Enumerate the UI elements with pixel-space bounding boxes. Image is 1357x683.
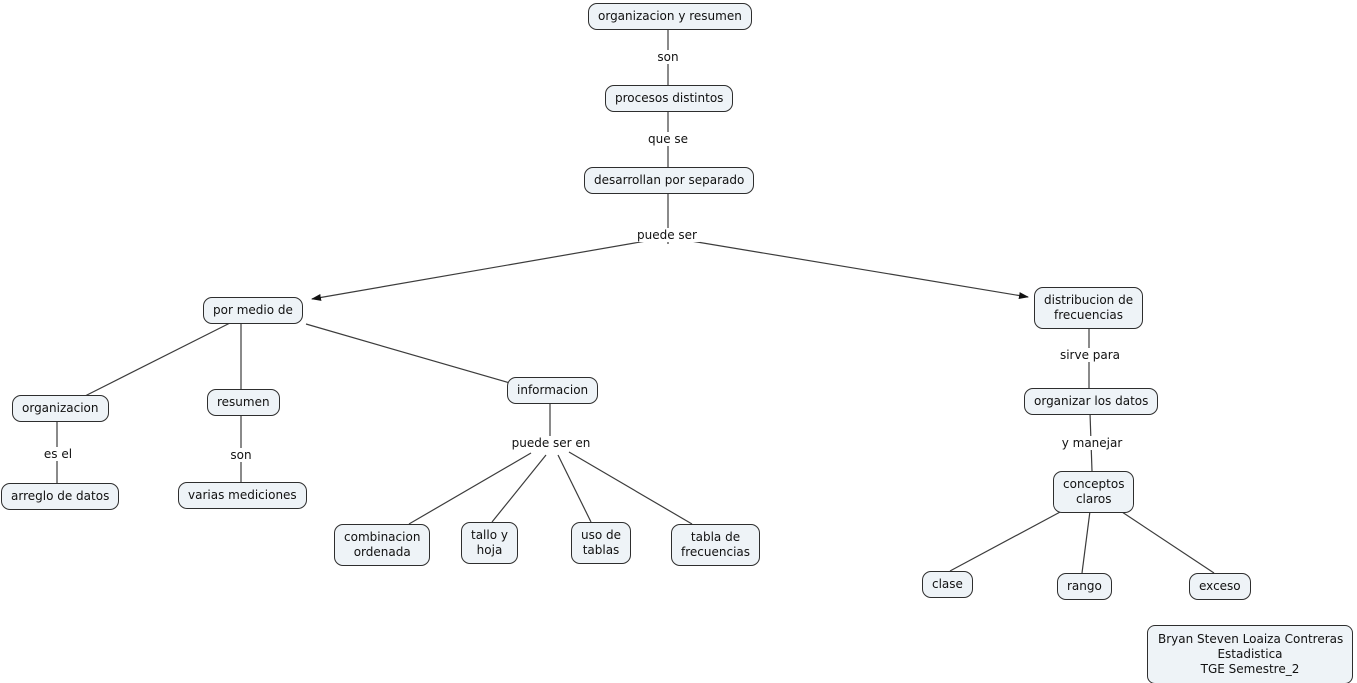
node-organizacion-y-resumen[interactable]: organizacion y resumen <box>588 3 752 30</box>
link-label-puede-ser[interactable]: puede ser <box>634 228 700 242</box>
node-resumen[interactable]: resumen <box>207 389 280 416</box>
credit-semester: TGE Semestre_2 <box>1200 662 1300 676</box>
node-desarrollan-por-separado[interactable]: desarrollan por separado <box>584 167 755 194</box>
link-label-sirve-para[interactable]: sirve para <box>1056 348 1124 362</box>
edge-arrow-puedeser-distribucion <box>684 239 1029 299</box>
node-procesos-distintos[interactable]: procesos distintos <box>605 85 734 112</box>
node-organizacion[interactable]: organizacion <box>12 395 109 422</box>
link-label-y-manejar[interactable]: y manejar <box>1058 436 1126 450</box>
node-arreglo-de-datos[interactable]: arreglo de datos <box>1 483 120 510</box>
edge-puedeseren-tallo <box>491 454 547 523</box>
node-tallo-y-hoja[interactable]: tallo y hoja <box>461 522 518 564</box>
edge-puedeseren-tabla <box>568 451 693 525</box>
edge-puedeseren-uso <box>557 454 592 523</box>
node-por-medio-de[interactable]: por medio de <box>203 297 303 324</box>
edge-pormediode-informacion <box>305 323 511 384</box>
link-label-son-1[interactable]: son <box>654 50 682 64</box>
node-tabla-de-frecuencias[interactable]: tabla de frecuencias <box>671 524 761 566</box>
link-label-son-2[interactable]: son <box>227 448 255 462</box>
credit-subject: Estadistica <box>1217 647 1283 661</box>
node-combinacion-ordenada[interactable]: combinacion ordenada <box>334 524 431 566</box>
edge-conceptos-clase <box>949 510 1063 572</box>
link-label-es-el[interactable]: es el <box>40 447 76 461</box>
edge-pormediode-organizacion <box>84 322 231 397</box>
node-exceso[interactable]: exceso <box>1189 573 1251 600</box>
node-informacion[interactable]: informacion <box>507 377 599 404</box>
node-clase[interactable]: clase <box>922 571 973 598</box>
node-rango[interactable]: rango <box>1057 573 1112 600</box>
node-distribucion-de-frecuencias[interactable]: distribucion de frecuencias <box>1034 287 1144 329</box>
node-organizar-los-datos[interactable]: organizar los datos <box>1024 388 1159 415</box>
credit-box: Bryan Steven Loaiza Contreras Estadistic… <box>1147 625 1353 683</box>
node-conceptos-claros[interactable]: conceptos claros <box>1053 471 1135 513</box>
edge-conceptos-rango <box>1081 510 1091 574</box>
link-label-puede-ser-en[interactable]: puede ser en <box>508 436 594 450</box>
link-label-que-se[interactable]: que se <box>644 132 692 146</box>
edge-arrow-puedeser-pormediode <box>311 239 653 301</box>
edge-puedeseren-combinacion <box>408 452 532 525</box>
node-varias-mediciones[interactable]: varias mediciones <box>178 482 307 509</box>
edge-conceptos-exceso <box>1115 507 1215 574</box>
node-uso-de-tablas[interactable]: uso de tablas <box>571 522 632 564</box>
credit-author: Bryan Steven Loaiza Contreras <box>1158 632 1344 646</box>
